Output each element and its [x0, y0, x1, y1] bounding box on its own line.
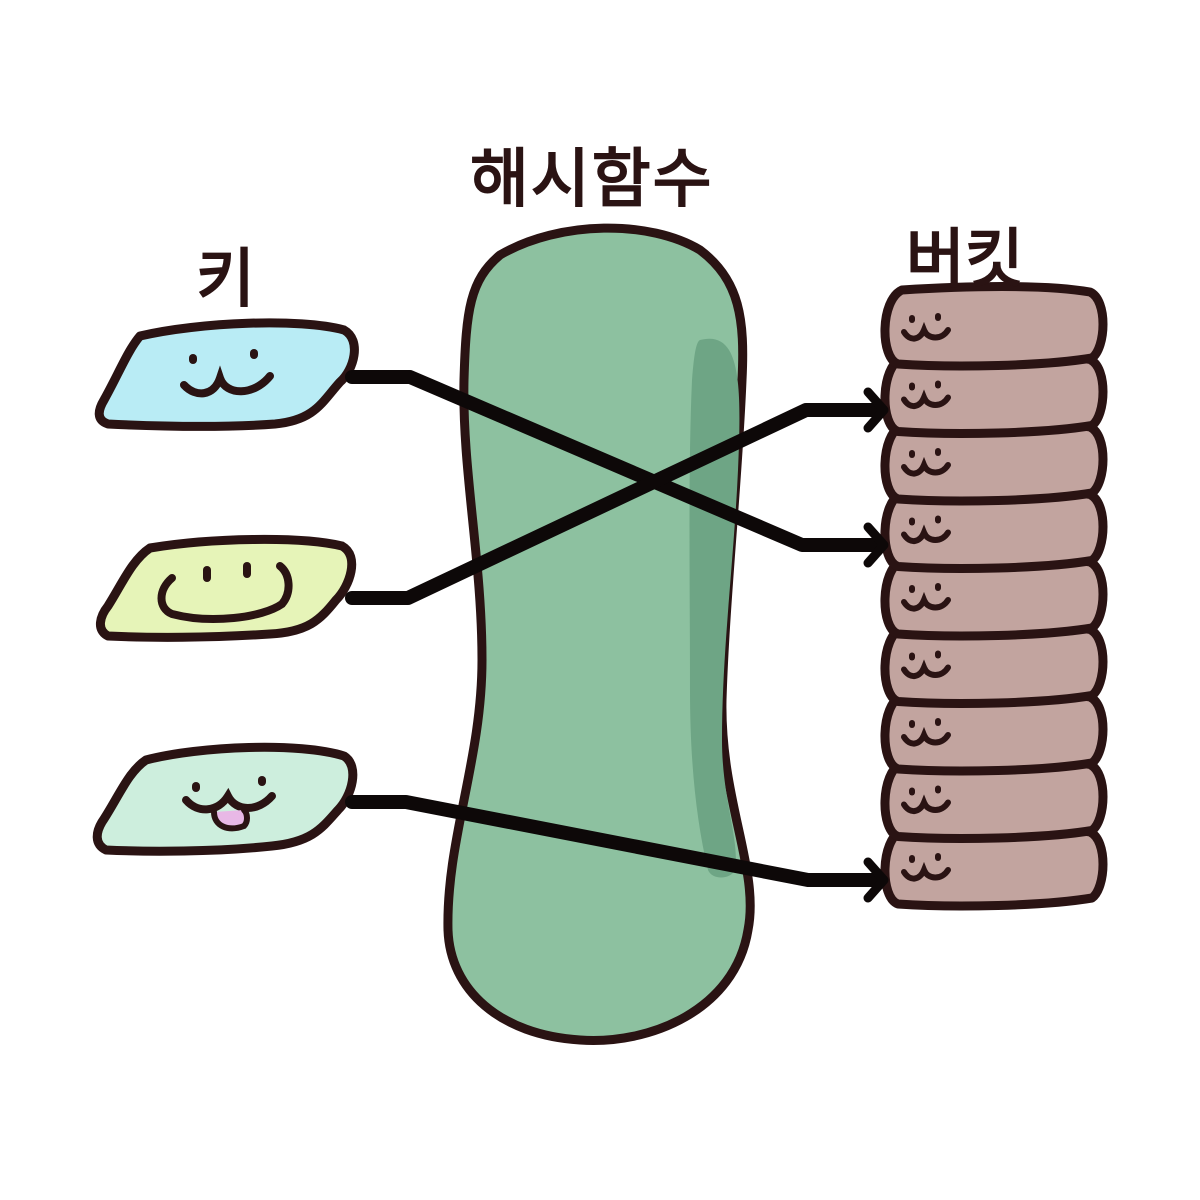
bucket-4-face: [901, 515, 951, 544]
arrow-head-bucket4: [863, 522, 889, 568]
bucket-1-face: [901, 313, 951, 342]
bucket-8-face: [901, 785, 951, 814]
arrow-head-bucket9: [863, 857, 889, 903]
bucket-3-face: [901, 448, 951, 477]
arrow-key3-to-bucket9: [345, 795, 883, 887]
bucket-9-face: [901, 853, 951, 882]
arrow-key1-to-bucket4: [345, 370, 883, 552]
key-3-face: [182, 776, 276, 832]
bucket-7-face: [901, 718, 951, 747]
mapping-arrows: [345, 370, 883, 887]
key-2: [96, 534, 357, 642]
bucket-4: [880, 484, 1108, 573]
bucket-stack: [880, 282, 1108, 911]
hash-function-box: [443, 223, 755, 1045]
buckets-label: 버킷: [906, 223, 1024, 297]
arrow-heads: [863, 387, 889, 903]
key-2-face: [157, 562, 293, 623]
key-3: [92, 742, 358, 856]
bucket-5-face: [901, 583, 951, 612]
bucket-6-face: [901, 650, 951, 679]
hash-function-label: 해시함수: [470, 143, 714, 217]
bucket-2-face: [901, 380, 951, 409]
key-1-face: [180, 349, 274, 398]
bucket-8: [880, 754, 1108, 843]
keys-label: 키: [196, 243, 255, 317]
arrow-head-bucket2: [863, 387, 889, 433]
arrow-key2-to-bucket2: [345, 403, 883, 605]
bucket-1: [880, 282, 1108, 371]
key-1: [94, 318, 359, 431]
